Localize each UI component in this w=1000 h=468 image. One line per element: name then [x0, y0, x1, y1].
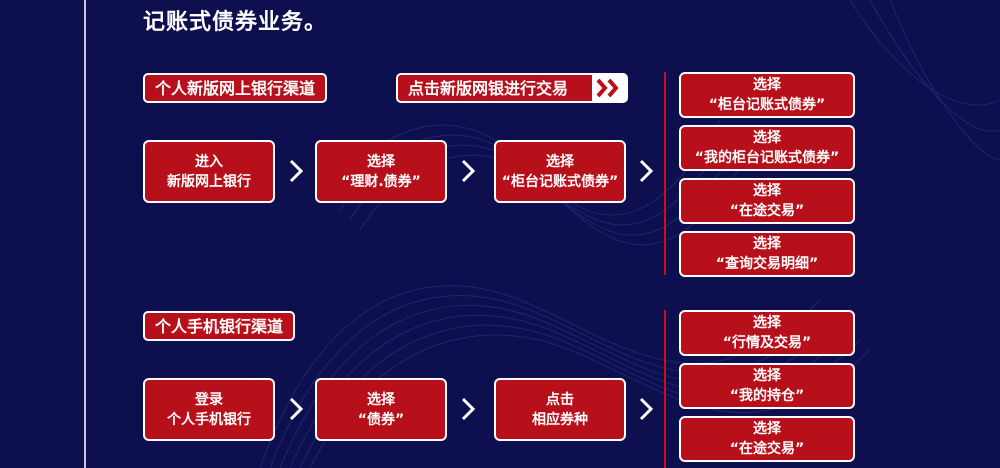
online-cta-label: 点击新版网银进行交易 [408, 79, 569, 98]
step-line2: “柜台记账式债券” [501, 173, 619, 190]
online-option-2[interactable]: 选择 “我的柜台记账式债券” [679, 125, 855, 171]
mobile-step-3[interactable]: 点击 相应券种 [494, 378, 626, 441]
step-line1: 登录 [195, 391, 223, 408]
step-line1: 进入 [195, 153, 223, 170]
option-line2: “查询交易明细” [715, 256, 819, 272]
step-line1: 点击 [546, 391, 574, 408]
option-line2: “我的持仓” [729, 388, 805, 404]
mobile-step-1[interactable]: 登录 个人手机银行 [143, 378, 275, 441]
option-line1: 选择 [753, 77, 781, 93]
option-line1: 选择 [753, 130, 781, 146]
online-step-3[interactable]: 选择 “柜台记账式债券” [494, 140, 626, 203]
option-line1: 选择 [753, 315, 781, 331]
option-line2: “柜台记账式债券” [708, 97, 826, 113]
mobile-option-3[interactable]: 选择 “在途交易” [679, 416, 855, 462]
online-step-1[interactable]: 进入 新版网上银行 [143, 140, 275, 203]
double-chevron-right-icon [592, 75, 626, 101]
online-channel-label-text: 个人新版网上银行渠道 [155, 79, 316, 98]
step-line2: “债券” [357, 411, 405, 428]
mobile-option-2[interactable]: 选择 “我的持仓” [679, 363, 855, 409]
step-line2: “理财.债券” [341, 173, 421, 190]
mobile-channel-label-text: 个人手机银行渠道 [155, 317, 284, 336]
online-divider [664, 72, 666, 275]
step-line1: 选择 [546, 153, 574, 170]
option-line1: 选择 [753, 421, 781, 437]
mobile-step-2[interactable]: 选择 “债券” [315, 378, 447, 441]
step-line1: 选择 [367, 391, 395, 408]
option-line2: “我的柜台记账式债券” [694, 150, 840, 166]
option-line2: “行情及交易” [722, 335, 812, 351]
online-step-2[interactable]: 选择 “理财.债券” [315, 140, 447, 203]
online-option-3[interactable]: 选择 “在途交易” [679, 178, 855, 224]
mobile-divider [664, 310, 666, 468]
page-title: 记账式债券业务。 [143, 10, 328, 35]
online-cta-button[interactable]: 点击新版网银进行交易 [396, 73, 628, 103]
option-line1: 选择 [753, 368, 781, 384]
left-vertical-line [84, 0, 86, 468]
online-option-4[interactable]: 选择 “查询交易明细” [679, 231, 855, 277]
option-line1: 选择 [753, 236, 781, 252]
step-line2: 相应券种 [532, 411, 588, 428]
mobile-channel-label: 个人手机银行渠道 [143, 311, 296, 341]
step-line2: 个人手机银行 [167, 411, 251, 428]
chevron-right-icon [289, 159, 304, 183]
online-channel-label: 个人新版网上银行渠道 [143, 73, 328, 103]
option-line2: “在途交易” [729, 203, 805, 219]
online-option-1[interactable]: 选择 “柜台记账式债券” [679, 72, 855, 118]
mobile-option-1[interactable]: 选择 “行情及交易” [679, 310, 855, 356]
chevron-right-icon [639, 397, 654, 421]
step-line1: 选择 [367, 153, 395, 170]
step-line2: 新版网上银行 [167, 173, 251, 190]
chevron-right-icon [461, 397, 476, 421]
option-line1: 选择 [753, 183, 781, 199]
chevron-right-icon [639, 159, 654, 183]
chevron-right-icon [461, 159, 476, 183]
chevron-right-icon [289, 397, 304, 421]
option-line2: “在途交易” [729, 441, 805, 457]
